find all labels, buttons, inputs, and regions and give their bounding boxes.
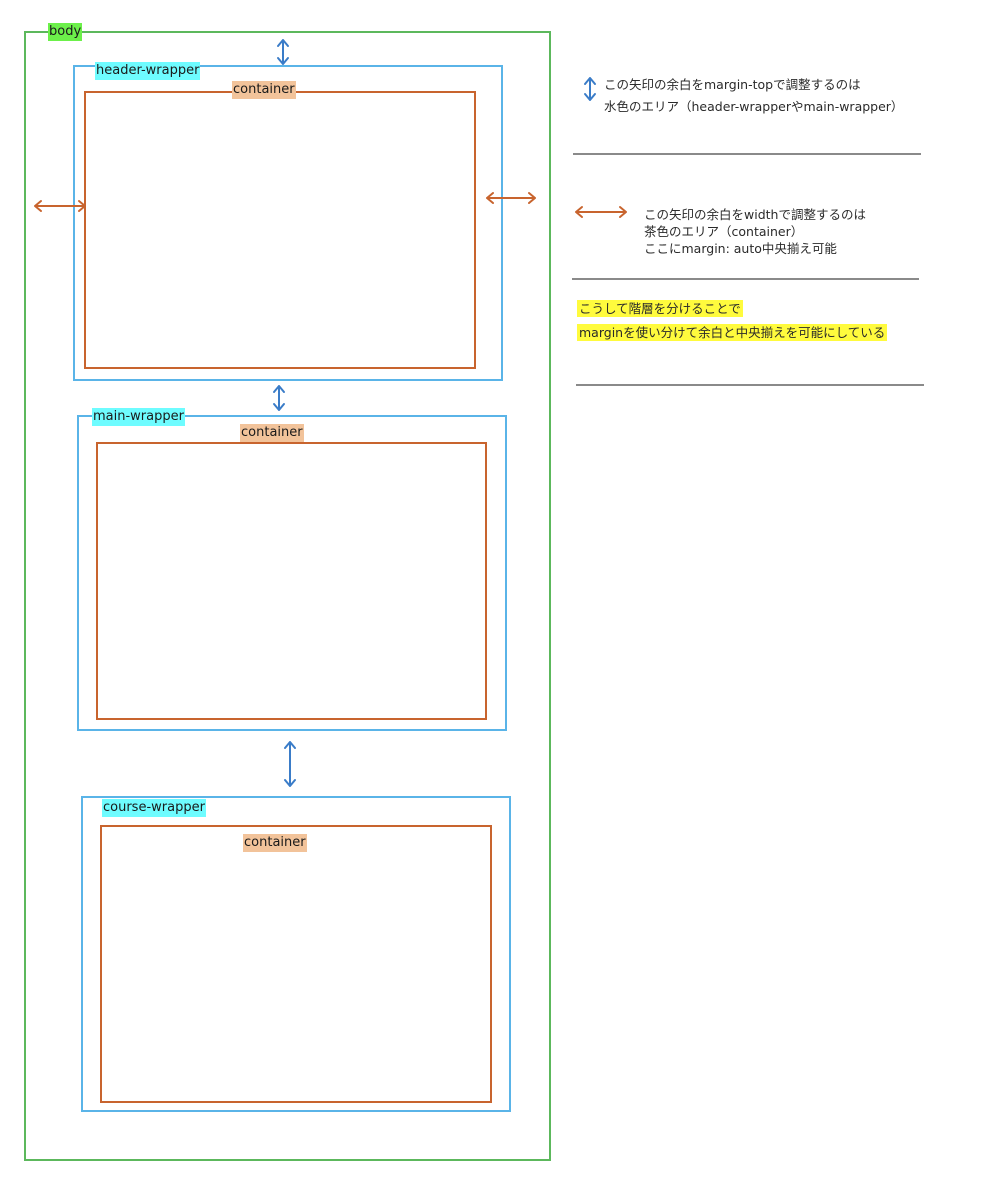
legend-vertical-line2: 水色のエリア（header-wrapperやmain-wrapper） <box>604 99 904 114</box>
summary-line2: marginを使い分けて余白と中央揃えを可能にしている <box>577 324 888 341</box>
horizontal-double-arrow-icon <box>34 200 86 212</box>
legend-horizontal-line3: ここにmargin: auto中央揃え可能 <box>644 241 837 256</box>
course-container-box <box>100 825 492 1103</box>
divider <box>576 384 924 386</box>
header-wrapper-box <box>73 65 503 381</box>
vertical-double-arrow-icon <box>277 39 289 65</box>
main-container-label: container <box>240 424 304 442</box>
summary-line1: こうして階層を分けることで <box>577 300 743 317</box>
course-wrapper-label: course-wrapper <box>102 799 206 817</box>
course-container-label: container <box>243 834 307 852</box>
legend-horizontal-line1: この矢印の余白をwidthで調整するのは <box>644 207 866 222</box>
legend-horizontal-text: この矢印の余白をwidthで調整するのは 茶色のエリア（container） こ… <box>644 206 866 257</box>
legend-horizontal-line2: 茶色のエリア（container） <box>644 224 804 239</box>
vertical-double-arrow-icon <box>284 741 296 787</box>
main-wrapper-label: main-wrapper <box>92 408 185 426</box>
main-container-box <box>96 442 487 720</box>
header-wrapper-label: header-wrapper <box>95 62 201 80</box>
legend-vertical-arrow-icon <box>584 77 596 101</box>
summary-text: こうして階層を分けることで marginを使い分けて余白と中央揃えを可能にしてい… <box>577 297 888 345</box>
main-wrapper-box <box>77 415 507 731</box>
vertical-double-arrow-icon <box>273 385 285 411</box>
divider <box>573 153 921 155</box>
horizontal-double-arrow-icon <box>486 192 536 204</box>
legend-vertical-line1: この矢印の余白をmargin-topで調整するのは <box>604 77 861 92</box>
body-box <box>24 31 551 1161</box>
legend-vertical-text: この矢印の余白をmargin-topで調整するのは 水色のエリア（header-… <box>604 76 903 116</box>
divider <box>572 278 919 280</box>
course-wrapper-box <box>81 796 511 1112</box>
body-label: body <box>48 23 83 41</box>
header-container-box <box>84 91 476 369</box>
header-container-label: container <box>232 81 296 99</box>
legend-horizontal-arrow-icon <box>575 206 627 218</box>
